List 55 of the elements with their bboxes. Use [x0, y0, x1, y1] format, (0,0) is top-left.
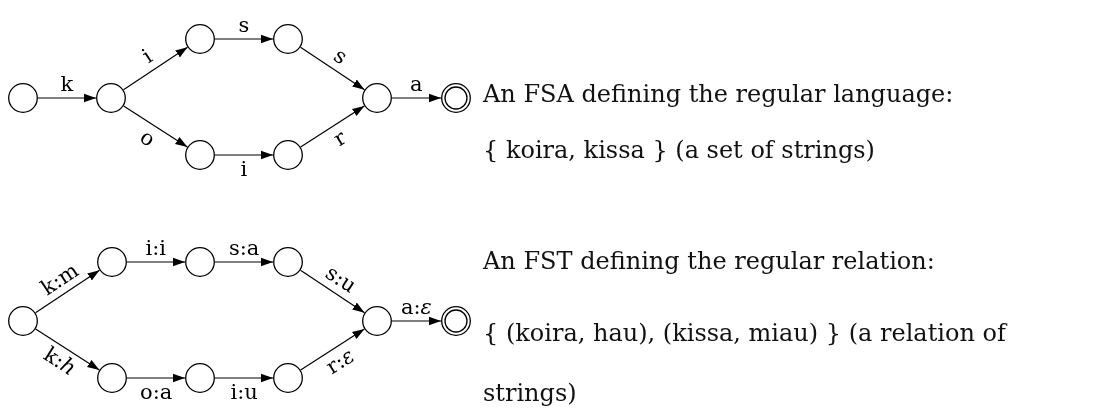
arrow [391, 93, 442, 103]
state-circle [185, 24, 215, 54]
arrow [37, 93, 97, 103]
state-circle [8, 83, 38, 113]
final-state-circle [441, 83, 471, 113]
edge-label: k [60, 73, 74, 95]
final-state-circle [441, 306, 471, 336]
edge-label: k:h [40, 343, 80, 380]
arrow [299, 46, 366, 91]
arrow [391, 316, 442, 326]
description-text: { (koira, hau), (kissa, miau) } (a relation of strings) [483, 318, 1009, 408]
state-circle [362, 306, 392, 336]
state-circle [97, 363, 127, 393]
arrow [126, 257, 186, 267]
arrow [299, 269, 366, 314]
arrow [300, 328, 365, 371]
edge-label: s [238, 14, 250, 36]
edge-label: o:a [140, 381, 173, 403]
description-text: { koira, kissa } (a set of strings) [483, 136, 876, 165]
state-circle [273, 140, 303, 170]
arrow [214, 257, 274, 267]
edge-label: o [136, 126, 159, 151]
state-circle [273, 363, 303, 393]
arrow [35, 328, 100, 371]
arrow [123, 105, 188, 148]
arrow [300, 105, 365, 148]
state-circle [185, 140, 215, 170]
state-circle [185, 363, 215, 393]
arrow [214, 34, 274, 44]
description-text: An FST defining the regular relation: [483, 247, 936, 276]
state-circle [273, 24, 303, 54]
edge-label: i:i [145, 237, 166, 259]
edge-label: r [330, 126, 350, 150]
edge-label: s:a [229, 237, 260, 259]
state-circle [8, 306, 38, 336]
arrow [34, 269, 101, 314]
edge-label: s [329, 45, 351, 69]
edge-label: r:ε [322, 344, 358, 378]
state-circle [185, 247, 215, 277]
edge-label: i:u [230, 381, 258, 403]
state-circle [362, 83, 392, 113]
description-text: An FSA defining the regular language: [483, 80, 955, 109]
arrow [126, 373, 186, 383]
arrow [214, 150, 274, 160]
state-circle [97, 247, 127, 277]
edge-label: a [410, 73, 423, 95]
edge-label: a:ε [401, 296, 432, 318]
state-circle [96, 83, 126, 113]
state-circle [273, 247, 303, 277]
edge-label: k:m [37, 260, 82, 300]
edge-label: i [240, 158, 248, 180]
edge-label: i [139, 46, 157, 68]
edge-label: s:u [321, 262, 360, 298]
arrow [214, 373, 274, 383]
arrow [122, 46, 189, 91]
